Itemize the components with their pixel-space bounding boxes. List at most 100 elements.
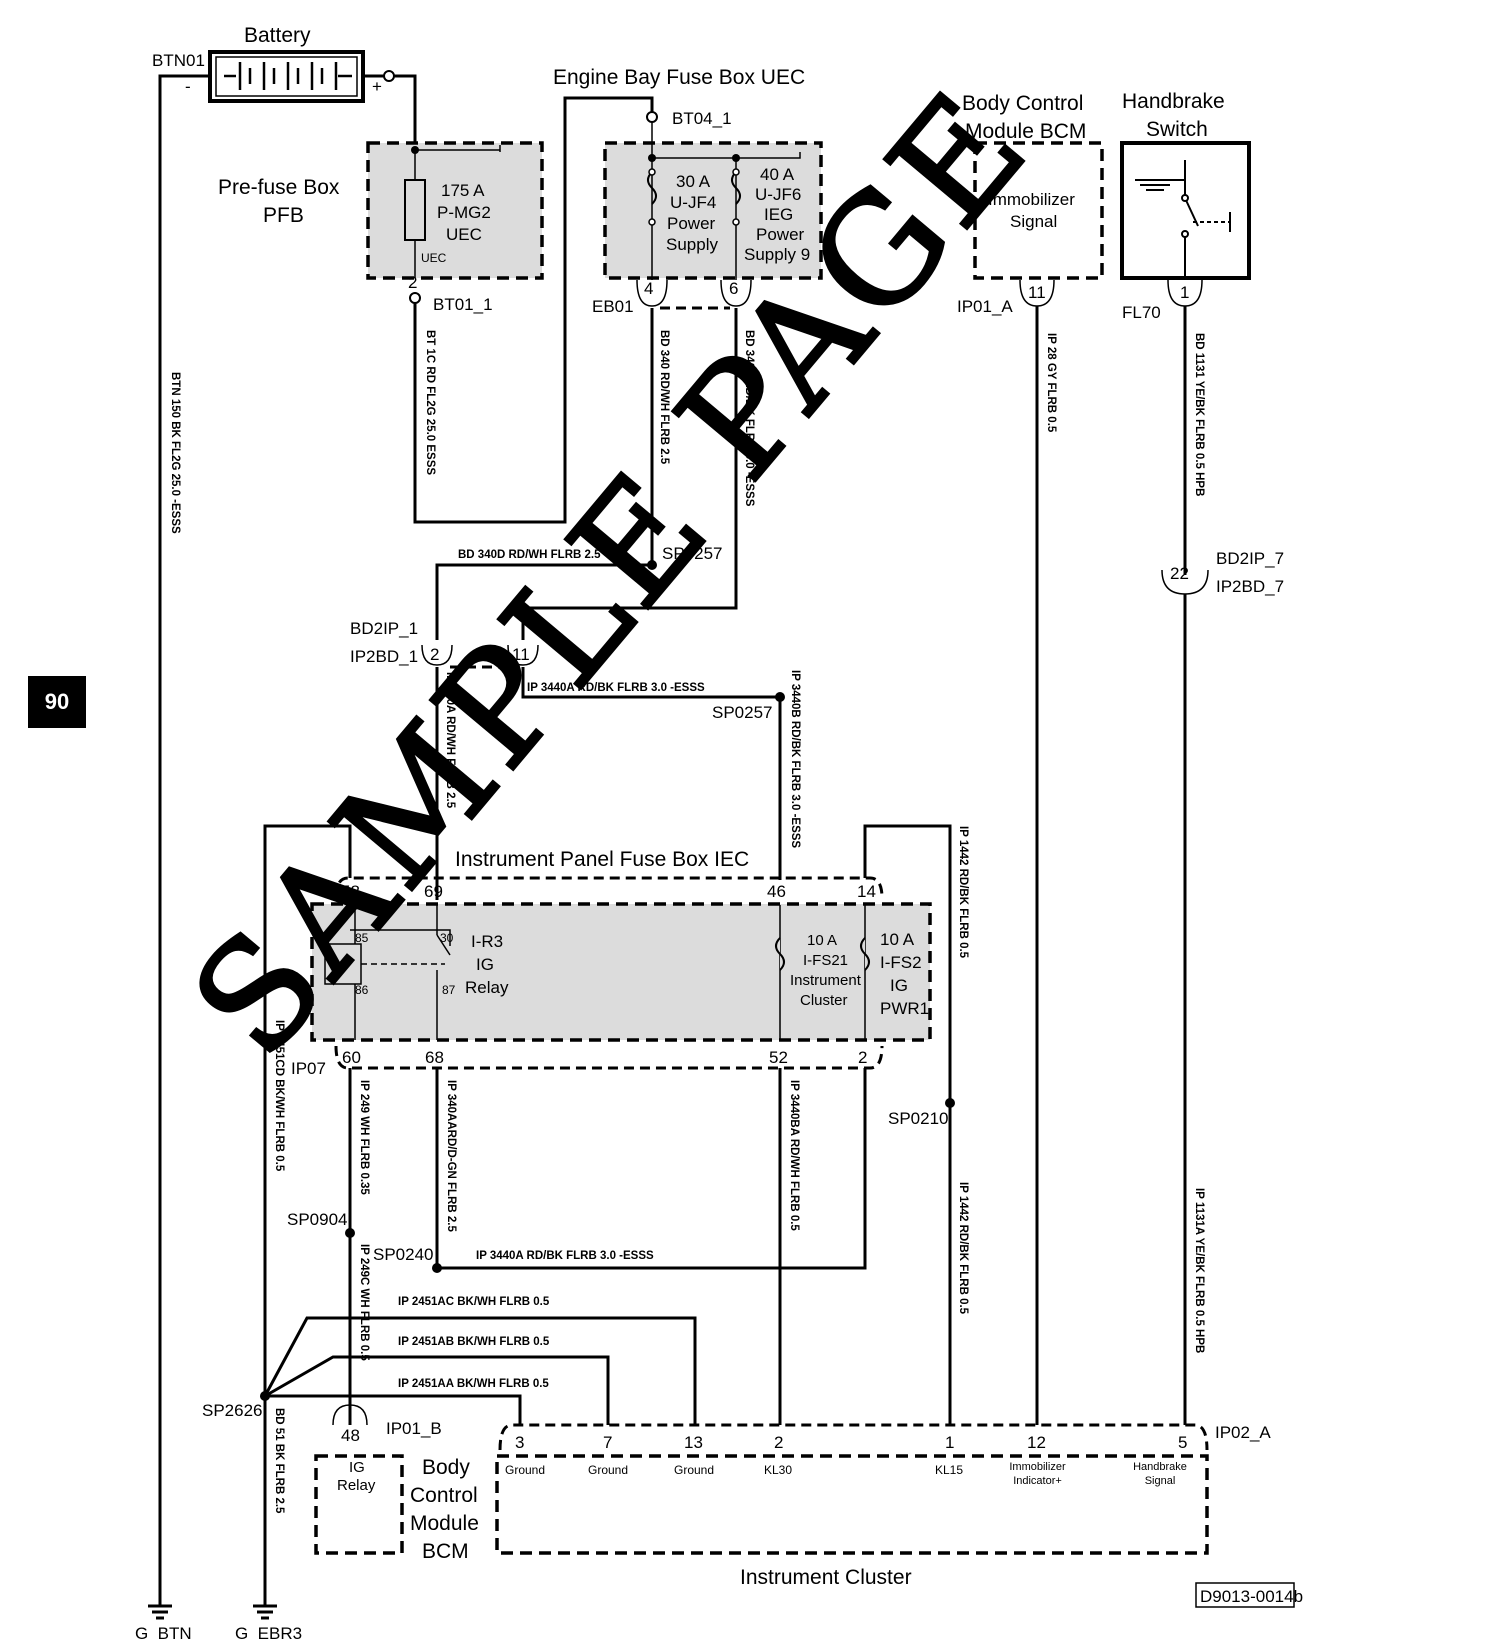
diagram-code-box xyxy=(1195,1582,1295,1608)
fuse-i-fs21-line3: Instrument xyxy=(790,972,862,989)
ip-fuse-box-outline xyxy=(310,902,932,1042)
prefuse-tag: UEC xyxy=(421,251,447,265)
relay-pin-87: 87 xyxy=(442,983,456,997)
cluster-pin-12-label: Immobilizer Indicator+ xyxy=(1009,1461,1066,1487)
wire-bd340d xyxy=(435,563,652,640)
connector-bt01-1-terminal xyxy=(409,292,421,304)
cluster-pin-1-label: KL15 xyxy=(935,1463,963,1477)
battery: Battery BTN01 - + xyxy=(152,24,382,103)
fuse-u-jf6-id: U-JF6 xyxy=(755,185,801,204)
wire-label-ip2451aa: IP 2451AA BK/WH FLRB 0.5 xyxy=(398,1378,549,1390)
eb01-pin-6: 6 xyxy=(729,279,738,298)
fl70-pin-1: 1 xyxy=(1180,283,1189,302)
wire-label-ip2451ac: IP 2451AC BK/WH FLRB 0.5 xyxy=(398,1296,550,1308)
bd2ip-1-pin-2: 2 xyxy=(430,645,439,664)
wire-label-ip3440a-bottom: IP 3440A RD/BK FLRB 3.0 -ESSS xyxy=(476,1250,654,1262)
wire-label-bt1c: BT 1C RD FL2G 25.0 ESSS xyxy=(424,330,436,475)
connector-ip07-bottom-label: IP07 xyxy=(291,1059,326,1078)
ip02-a-connector xyxy=(498,1423,1209,1451)
ip01-b-pin48-hood xyxy=(332,1404,368,1426)
fuse-u-jf6-line4: Power xyxy=(756,225,805,244)
prefuse-pin: 2 xyxy=(408,273,417,292)
cluster-pin-3-label: Ground xyxy=(505,1463,545,1477)
bd2ip-1-pin2-hood xyxy=(421,644,453,666)
eb01-pin-4: 4 xyxy=(644,279,653,298)
relay-pin-86: 86 xyxy=(355,983,369,997)
pre-fuse-box-title: Pre-fuse Box xyxy=(218,176,340,199)
ip-fuse-box-title: Instrument Panel Fuse Box IEC xyxy=(455,848,749,871)
bcm-top-signal-line2: Signal xyxy=(1010,212,1057,231)
wire-label-ip1131a: IP 1131A YE/BK FLRB 0.5 HPB xyxy=(1193,1188,1205,1353)
battery-pos-terminal xyxy=(383,70,395,82)
splice-sp2626-label: SP2626 xyxy=(202,1401,263,1420)
ip07-pin-60: 60 xyxy=(342,1048,361,1067)
splice-sp0240 xyxy=(432,1263,442,1273)
wire-label-ip3440a-top: IP 3440A RD/BK FLRB 3.0 -ESSS xyxy=(527,682,705,694)
pre-fuse-box-outline xyxy=(366,141,544,280)
fuse-i-fs2-rating: 10 A xyxy=(880,930,915,949)
eb01-pin6-hood xyxy=(720,279,752,307)
wire-ip340aa xyxy=(435,1068,867,1270)
wire-label-ip2451cd: IP 2451CD BK/WH FLRB 0.5 xyxy=(273,1020,285,1172)
cluster-pin-1: 1 xyxy=(945,1433,954,1452)
handbrake-switch-icon xyxy=(1135,160,1231,280)
fuse-i-fs21-icon xyxy=(775,937,785,971)
wire-label-ip2451ab: IP 2451AB BK/WH FLRB 0.5 xyxy=(398,1336,550,1348)
cluster-pin-5-label: Handbrake Signal xyxy=(1133,1461,1187,1487)
connector-ip2bd-1-label: IP2BD_1 xyxy=(350,647,418,666)
bd2ip-1-pin-11: 11 xyxy=(512,645,530,664)
wire-ip2451aa xyxy=(265,1394,522,1425)
ip07-pin-14: 14 xyxy=(857,882,876,901)
wire-label-bd340d: BD 340D RD/WH FLRB 2.5 xyxy=(458,549,601,561)
wire-label-bd51: BD 51 BK FLRB 2.5 xyxy=(273,1408,285,1514)
battery-negative-sign: - xyxy=(185,77,191,96)
splice-sp0904 xyxy=(345,1228,355,1238)
prefuse-fuse-id: P-MG2 xyxy=(437,203,491,222)
ip07-pin-52: 52 xyxy=(769,1048,788,1067)
ip07-pin-68: 68 xyxy=(425,1048,444,1067)
connector-ip2bd-7-label: IP2BD_7 xyxy=(1216,577,1284,596)
fuse-i-fs2-icon xyxy=(860,937,870,971)
connector-ip01-b-label: IP01_B xyxy=(386,1419,442,1438)
relay-pin-85: 85 xyxy=(355,931,369,945)
ip-fuse-box: Instrument Panel Fuse Box IEC IP07 58 69… xyxy=(286,848,932,1078)
connector-ip01-a-label: IP01_A xyxy=(957,297,1013,316)
wire-label-bd340: BD 340 RD/WH FLRB 2.5 xyxy=(658,330,670,465)
handbrake-switch: Handbrake Switch xyxy=(1120,90,1251,280)
cluster-pin-5: 5 xyxy=(1178,1433,1187,1452)
ip07-bottom-connector xyxy=(334,1045,884,1070)
splice-sp0257-mid xyxy=(775,692,785,702)
fuse-i-fs2-id: I-FS2 xyxy=(880,953,922,972)
handbrake-title: Handbrake xyxy=(1122,90,1225,113)
prefuse-fuse-source: UEC xyxy=(446,225,482,244)
wire-label-bd340f: BD 340F RD/BK FLRB 3.0 -ESSS xyxy=(743,330,755,507)
ip07-pin-2: 2 xyxy=(858,1048,867,1067)
splice-sp0257-top-label: SP0257 xyxy=(662,544,723,563)
cluster-pin-13: 13 xyxy=(684,1433,703,1452)
splice-sp0904-label: SP0904 xyxy=(287,1210,348,1229)
wire-ip2451cd xyxy=(263,824,352,1605)
engine-bay-fuse-box: Engine Bay Fuse Box UEC BT04_1 30 A U-JF… xyxy=(553,66,823,280)
pre-fuse-box-subtitle: PFB xyxy=(263,204,304,227)
instrument-cluster: IP02_A Instrument Cluster 3 Ground 7 Gro… xyxy=(495,1423,1271,1589)
bcm-top: Body Control Module BCM Immobilizer Sign… xyxy=(962,92,1104,280)
battery-cells-icon xyxy=(224,62,352,90)
relay-line3: Relay xyxy=(465,978,509,997)
wire-label-ip340aa: IP 340AARD/D-GN FLRB 2.5 xyxy=(445,1080,457,1232)
fuse-u-jf4-line4: Supply xyxy=(666,235,718,254)
bcm-bottom-box-line1: IG xyxy=(349,1459,365,1476)
ip01-a-pin-11: 11 xyxy=(1028,283,1046,302)
cluster-pin-5-label-wrap: Handbrake Signal xyxy=(1133,1461,1187,1487)
connector-bt01-1-label: BT01_1 xyxy=(433,295,493,314)
ground-g-ebr3-label: G_EBR3 xyxy=(235,1624,302,1639)
battery-connector-label: BTN01 xyxy=(152,51,205,70)
connector-bt04-1-label: BT04_1 xyxy=(672,109,732,128)
ig-relay-icon xyxy=(324,905,451,1040)
fuse-u-jf6-line3: IEG xyxy=(764,205,793,224)
ip07-pin-58: 58 xyxy=(341,882,360,901)
cluster-pin-12-label-wrap: Immobilizer Indicator+ xyxy=(1009,1461,1066,1487)
splice-sp0257-mid-label: SP0257 xyxy=(712,703,773,722)
wire-label-ip1442-top: IP 1442 RD/BK FLRB 0.5 xyxy=(957,826,969,959)
cluster-pin-7-label: Ground xyxy=(588,1463,628,1477)
